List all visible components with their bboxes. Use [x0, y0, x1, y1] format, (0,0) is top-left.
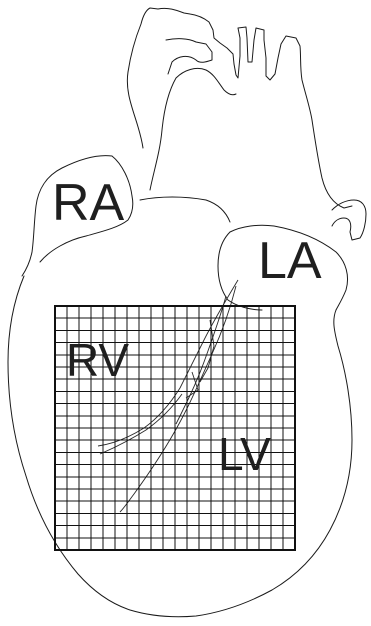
great-vessels-outline [127, 8, 352, 208]
label-left-atrium: LA [258, 232, 322, 290]
aortic-arch-inner-outline [150, 39, 236, 190]
pulmonary-vein-outline [332, 200, 366, 240]
heart-body-outline [8, 276, 352, 617]
upper-heart-border [140, 197, 230, 222]
label-right-ventricle: RV [66, 334, 129, 386]
label-left-ventricle: LV [218, 428, 271, 480]
label-right-atrium: RA [52, 174, 125, 232]
